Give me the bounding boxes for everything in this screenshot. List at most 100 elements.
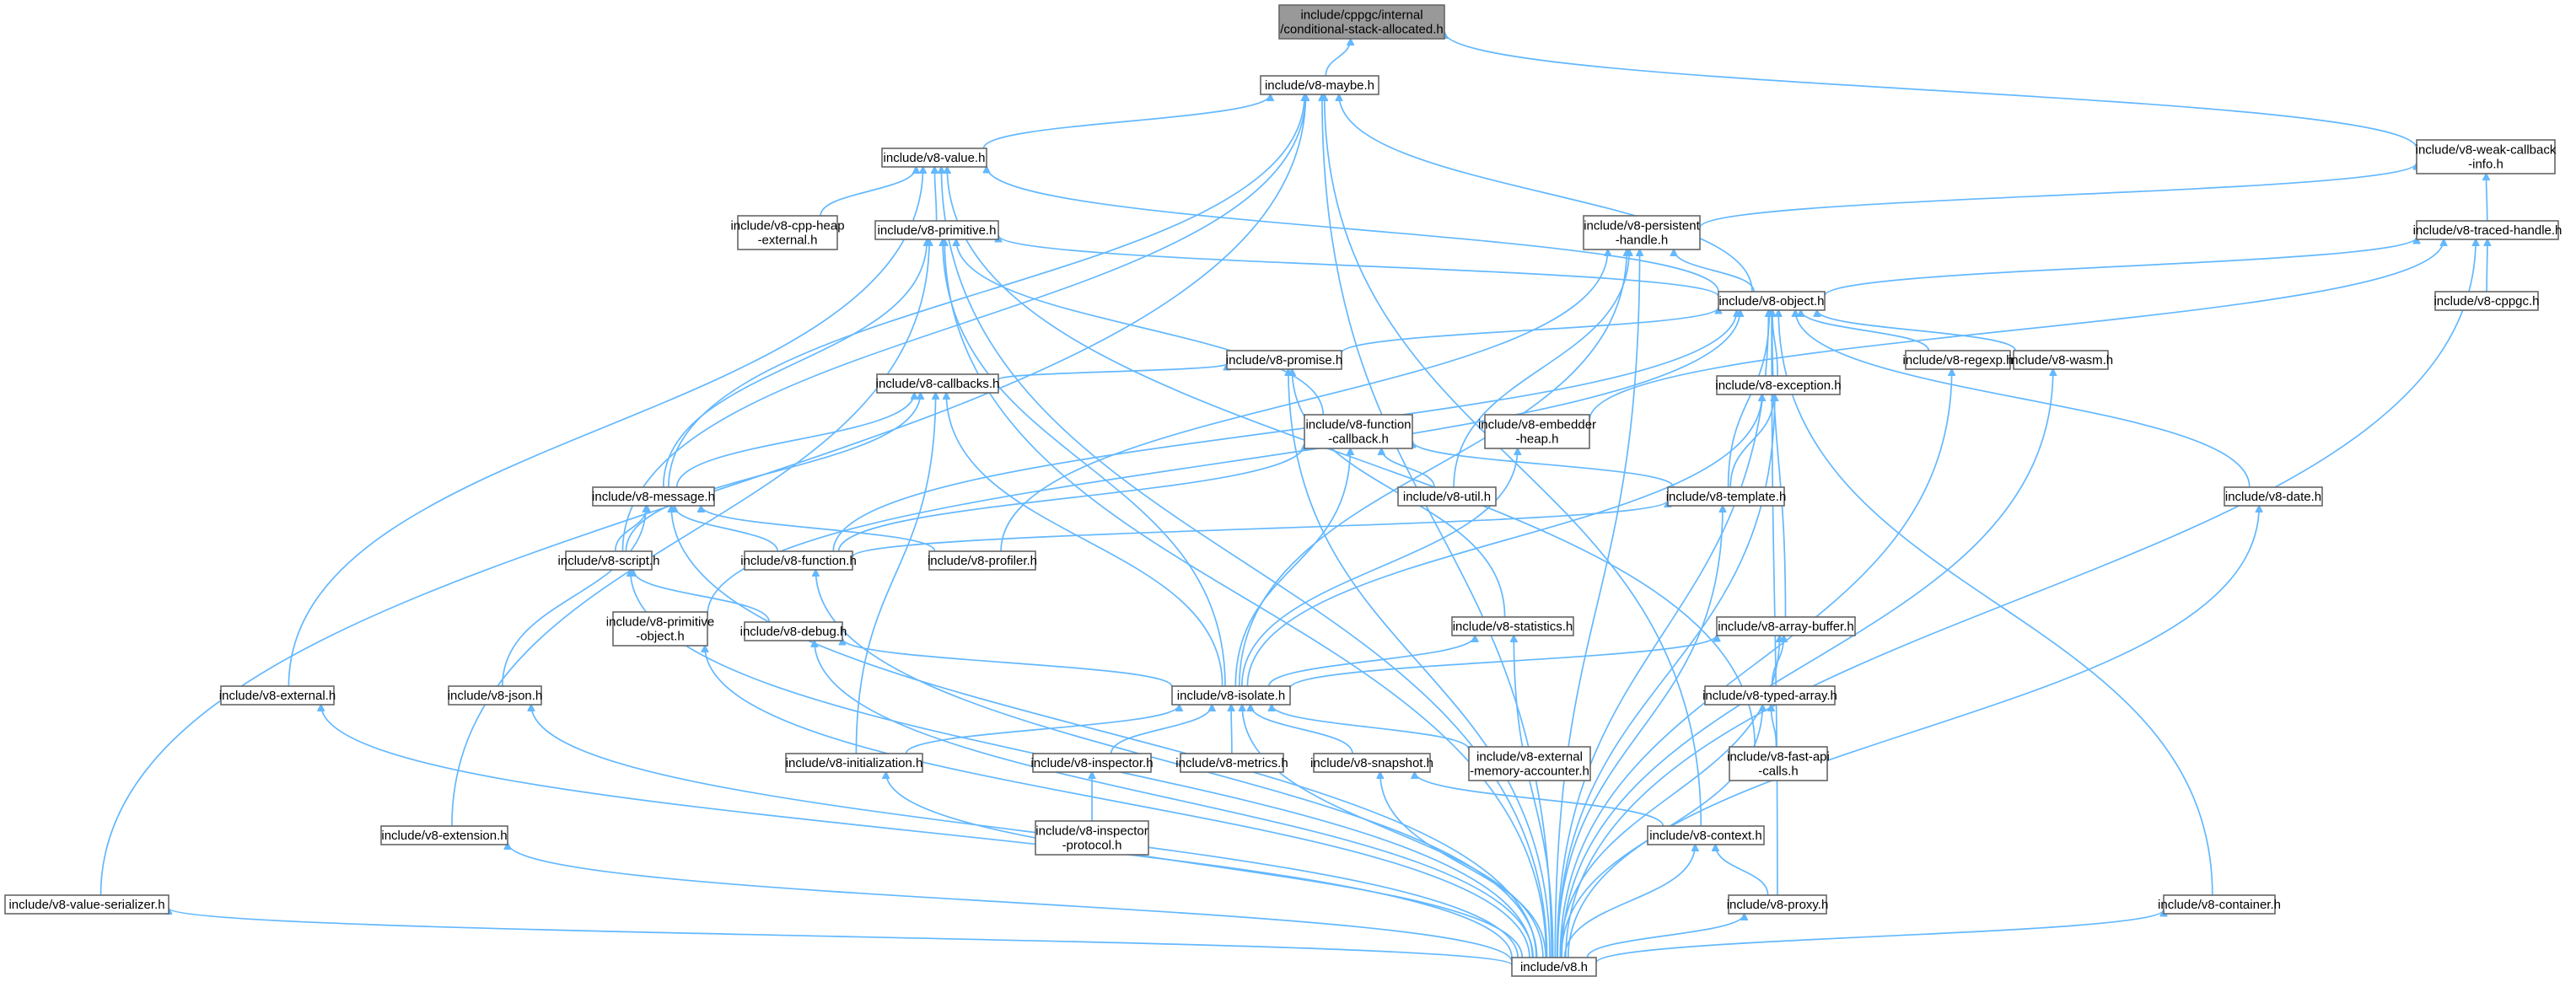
node-label-line: include/v8-metrics.h bbox=[1175, 756, 1288, 770]
node-embedder[interactable]: include/v8-embedder-heap.h bbox=[1478, 414, 1596, 449]
edge-v8-to-template bbox=[1557, 506, 1723, 958]
node-template[interactable]: include/v8-template.h bbox=[1666, 486, 1787, 507]
edge-object-to-primitive bbox=[998, 235, 1719, 298]
node-extmem[interactable]: include/v8-external-memory-accounter.h bbox=[1468, 746, 1591, 781]
node-weakcb[interactable]: include/v8-weak-callback-info.h bbox=[2416, 139, 2557, 174]
node-inspproto[interactable]: include/v8-inspector-protocol.h bbox=[1035, 820, 1149, 856]
node-fastapi[interactable]: include/v8-fast-api-calls.h bbox=[1727, 746, 1830, 781]
node-v8[interactable]: include/v8.h bbox=[1511, 957, 1597, 977]
node-box bbox=[1704, 685, 1836, 706]
node-exception[interactable]: include/v8-exception.h bbox=[1715, 375, 1842, 395]
node-box bbox=[874, 220, 999, 240]
node-maybe[interactable]: include/v8-maybe.h bbox=[1260, 75, 1379, 95]
node-external[interactable]: include/v8-external.h bbox=[219, 685, 336, 706]
node-box bbox=[448, 685, 542, 706]
edge-container-to-object bbox=[1778, 310, 2213, 896]
node-label-line: include/v8-external bbox=[1476, 750, 1583, 765]
node-label-line: include/v8-persistent bbox=[1584, 219, 1700, 233]
node-box bbox=[1511, 957, 1597, 977]
node-box bbox=[1278, 4, 1445, 40]
node-box bbox=[565, 550, 653, 571]
node-label-line: include/v8-weak-callback bbox=[2416, 143, 2557, 158]
node-label-line: include/v8-proxy.h bbox=[1727, 898, 1829, 912]
edge-context-to-maybe bbox=[1325, 94, 1702, 827]
node-fncallback[interactable]: include/v8-function-callback.h bbox=[1304, 414, 1413, 449]
edge-v8-to-exception bbox=[1557, 394, 1775, 958]
node-label-line: include/v8-util.h bbox=[1403, 490, 1491, 504]
node-initialization[interactable]: include/v8-initialization.h bbox=[785, 753, 923, 773]
edge-isolate-to-exception bbox=[1246, 394, 1761, 687]
edge-external-to-value bbox=[288, 167, 922, 687]
node-primobj[interactable]: include/v8-primitive-object.h bbox=[606, 611, 714, 647]
node-date[interactable]: include/v8-date.h bbox=[2224, 486, 2323, 507]
node-cppheap[interactable]: include/v8-cpp-heap-external.h bbox=[730, 215, 845, 250]
node-statistics[interactable]: include/v8-statistics.h bbox=[1451, 616, 1574, 636]
edge-embedder-to-traced bbox=[1589, 239, 2444, 421]
node-box bbox=[2013, 350, 2109, 370]
node-container[interactable]: include/v8-container.h bbox=[2158, 894, 2281, 915]
node-label-line: include/v8-wasm.h bbox=[2009, 353, 2113, 368]
node-box bbox=[785, 753, 923, 773]
node-proxy[interactable]: include/v8-proxy.h bbox=[1727, 894, 1829, 915]
node-metrics[interactable]: include/v8-metrics.h bbox=[1175, 753, 1288, 773]
node-label-line: -callback.h bbox=[1328, 432, 1389, 447]
node-box bbox=[1260, 75, 1379, 95]
edge-cppheap-to-value bbox=[820, 167, 916, 217]
node-persistent[interactable]: include/v8-persistent-handle.h bbox=[1583, 215, 1701, 250]
node-box bbox=[1484, 414, 1590, 449]
node-label-line: include/v8-initialization.h bbox=[786, 756, 923, 770]
edge-v8-to-maybe bbox=[1322, 94, 1552, 958]
node-label-line: include/v8-snapshot.h bbox=[1310, 756, 1433, 770]
node-box bbox=[876, 373, 999, 394]
node-inspector[interactable]: include/v8-inspector.h bbox=[1030, 753, 1154, 773]
node-promise[interactable]: include/v8-promise.h bbox=[1226, 350, 1342, 370]
node-label-line: include/v8-maybe.h bbox=[1265, 78, 1374, 93]
node-cond[interactable]: include/cppgc/internal/conditional-stack… bbox=[1278, 4, 1445, 40]
node-callbacks[interactable]: include/v8-callbacks.h bbox=[876, 373, 1000, 394]
node-context[interactable]: include/v8-context.h bbox=[1647, 825, 1765, 845]
node-primitive[interactable]: include/v8-primitive.h bbox=[874, 220, 999, 240]
node-isolate[interactable]: include/v8-isolate.h bbox=[1171, 685, 1291, 706]
node-label-line: include/v8-primitive.h bbox=[878, 223, 997, 238]
header-file-nodes: include/cppgc/internal/conditional-stack… bbox=[4, 4, 2563, 977]
node-util[interactable]: include/v8-util.h bbox=[1397, 486, 1497, 507]
node-function[interactable]: include/v8-function.h bbox=[740, 550, 857, 571]
node-wasm[interactable]: include/v8-wasm.h bbox=[2009, 350, 2113, 370]
node-extension[interactable]: include/v8-extension.h bbox=[380, 825, 508, 845]
edge-callbacks-to-promise bbox=[998, 364, 1227, 380]
node-json[interactable]: include/v8-json.h bbox=[448, 685, 543, 706]
node-value[interactable]: include/v8-value.h bbox=[881, 148, 987, 168]
node-typedarray[interactable]: include/v8-typed-array.h bbox=[1702, 685, 1837, 706]
node-arraybuffer[interactable]: include/v8-array-buffer.h bbox=[1716, 616, 1856, 636]
node-object[interactable]: include/v8-object.h bbox=[1718, 291, 1826, 311]
edge-object-to-persistent bbox=[1674, 250, 1755, 292]
node-script[interactable]: include/v8-script.h bbox=[558, 550, 660, 571]
edge-v8-to-statistics bbox=[1514, 636, 1554, 958]
node-regexp[interactable]: include/v8-regexp.h bbox=[1903, 350, 2014, 370]
edge-isolate-to-debug bbox=[842, 639, 1173, 688]
edge-context-to-snapshot bbox=[1415, 772, 1664, 827]
node-label-line: include/cppgc/internal bbox=[1300, 8, 1422, 23]
node-debug[interactable]: include/v8-debug.h bbox=[740, 621, 847, 641]
edge-proxy-to-object bbox=[1772, 310, 1778, 896]
node-cppgc[interactable]: include/v8-cppgc.h bbox=[2433, 291, 2540, 311]
edge-object-to-value bbox=[987, 167, 1719, 292]
edge-v8-to-json bbox=[531, 705, 1519, 958]
node-box bbox=[2224, 486, 2323, 507]
node-valueser[interactable]: include/v8-value-serializer.h bbox=[4, 894, 169, 915]
node-label-line: include/v8-typed-array.h bbox=[1702, 689, 1837, 703]
edge-script-to-maybe bbox=[621, 94, 1305, 552]
edge-isolate-to-statistics bbox=[1267, 636, 1475, 687]
node-box bbox=[1667, 486, 1785, 507]
node-label-line: include/v8-embedder bbox=[1478, 418, 1596, 432]
edge-json-to-message bbox=[501, 506, 646, 687]
node-profiler[interactable]: include/v8-profiler.h bbox=[928, 550, 1037, 571]
node-box bbox=[1451, 616, 1574, 636]
node-label-line: include/v8-extension.h bbox=[381, 829, 507, 843]
node-traced[interactable]: include/v8-traced-handle.h bbox=[2413, 220, 2563, 240]
node-snapshot[interactable]: include/v8-snapshot.h bbox=[1310, 753, 1433, 773]
edge-v8-to-initialization bbox=[886, 772, 1524, 958]
node-box bbox=[592, 486, 715, 507]
node-label-line: /conditional-stack-allocated.h bbox=[1280, 23, 1443, 37]
node-message[interactable]: include/v8-message.h bbox=[592, 486, 715, 507]
